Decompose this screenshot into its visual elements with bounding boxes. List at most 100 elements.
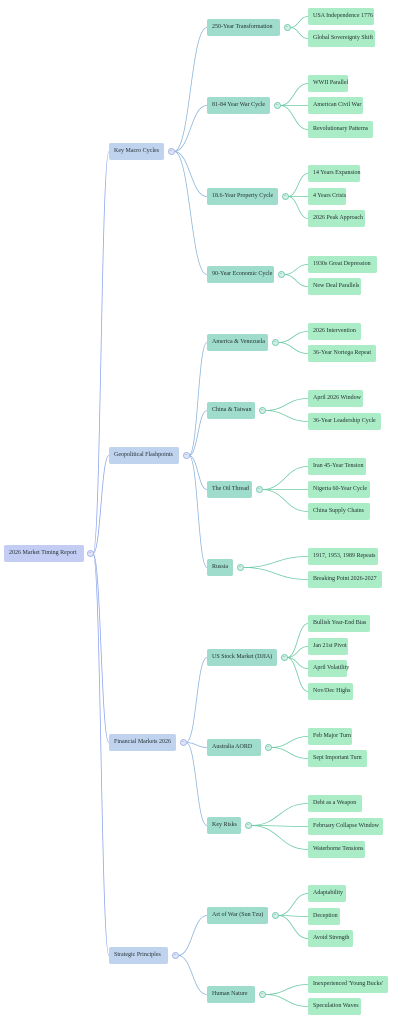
connector-line xyxy=(92,455,110,554)
connector-line xyxy=(92,553,110,743)
topic-node[interactable]: US Stock Market (DJIA) xyxy=(207,649,277,666)
topic-node[interactable]: 18.6-Year Property Cycle xyxy=(207,188,278,205)
collapse-toggle-icon[interactable]: − xyxy=(277,271,285,278)
connector-line xyxy=(264,410,309,422)
topic-node[interactable]: Human Nature xyxy=(207,986,255,1003)
connector-line xyxy=(277,915,309,939)
section-node[interactable]: Strategic Principles xyxy=(109,947,168,964)
connector-line xyxy=(185,742,208,748)
section-node[interactable]: Geopolitical Flashpoints xyxy=(109,447,179,464)
leaf-node[interactable]: Adaptability xyxy=(308,885,346,902)
leaf-node[interactable]: April Volatility xyxy=(308,660,349,677)
connector-line xyxy=(242,556,309,568)
leaf-node[interactable]: Deception xyxy=(308,908,340,925)
topic-node[interactable]: Russia xyxy=(207,559,233,576)
collapse-toggle-icon[interactable]: − xyxy=(236,564,244,571)
leaf-node[interactable]: Speculation Waves xyxy=(308,998,361,1015)
topic-node[interactable]: 81-84 Year War Cycle xyxy=(207,97,270,114)
leaf-node[interactable]: Inexperienced 'Young Bucks' xyxy=(308,976,388,993)
leaf-node[interactable]: Global Sovereignty Shift xyxy=(308,30,375,47)
leaf-node[interactable]: Revolutionary Patterns xyxy=(308,121,373,138)
collapse-toggle-icon[interactable]: − xyxy=(171,952,179,959)
leaf-node[interactable]: 2026 Peak Approach xyxy=(308,210,365,227)
leaf-node[interactable]: Breaking Point 2026-2027 xyxy=(308,571,382,588)
leaf-node[interactable]: American Civil War xyxy=(308,97,363,114)
leaf-node[interactable]: 4 Years Crisis xyxy=(308,188,346,205)
connector-line xyxy=(188,410,208,456)
leaf-node[interactable]: Feb Major Turn xyxy=(308,728,352,745)
collapse-toggle-icon[interactable]: − xyxy=(283,24,291,31)
connector-line xyxy=(188,455,208,490)
leaf-node[interactable]: Nigeria 60-Year Cycle xyxy=(308,481,370,498)
leaf-node[interactable]: Avoid Strength xyxy=(308,930,353,947)
connector-line xyxy=(261,489,309,512)
topic-node[interactable]: China & Taiwan xyxy=(207,402,255,419)
leaf-node[interactable]: Bullish Year-End Bias xyxy=(308,615,370,632)
connector-line xyxy=(277,331,309,343)
leaf-node[interactable]: 2026 Intervention xyxy=(308,323,361,340)
collapse-toggle-icon[interactable]: − xyxy=(264,744,272,751)
collapse-toggle-icon[interactable]: − xyxy=(179,739,187,746)
topic-node[interactable]: 90-Year Economic Cycle xyxy=(207,266,274,283)
leaf-node[interactable]: Jan 21st Pivot xyxy=(308,638,348,655)
leaf-node[interactable]: Nov/Dec Highs xyxy=(308,683,353,700)
leaf-node[interactable]: Debt as a Weapon xyxy=(308,795,362,812)
collapse-toggle-icon[interactable]: − xyxy=(258,991,266,998)
connector-line xyxy=(287,173,309,197)
collapse-toggle-icon[interactable]: − xyxy=(280,654,288,661)
leaf-node[interactable]: February Collapse Window xyxy=(308,818,383,835)
leaf-node[interactable]: 36-Year Leadership Cycle xyxy=(308,413,381,430)
collapse-toggle-icon[interactable]: − xyxy=(281,193,289,200)
collapse-toggle-icon[interactable]: − xyxy=(182,452,190,459)
leaf-node[interactable]: 1930s Great Depression xyxy=(308,256,377,273)
collapse-toggle-icon[interactable]: − xyxy=(255,486,263,493)
section-node[interactable]: Financial Markets 2026 xyxy=(109,734,176,751)
collapse-toggle-icon[interactable]: − xyxy=(271,339,279,346)
collapse-toggle-icon[interactable]: − xyxy=(167,148,175,155)
section-node[interactable]: Key Macro Cycles xyxy=(109,143,164,160)
leaf-node[interactable]: 14 Years Expansion xyxy=(308,165,361,182)
topic-node[interactable]: The Oil Thread xyxy=(207,481,252,498)
topic-node[interactable]: America & Venezuela xyxy=(207,334,268,351)
connector-line xyxy=(92,151,110,554)
connector-line xyxy=(250,825,309,850)
connector-line xyxy=(270,747,309,759)
connector-line xyxy=(287,196,309,219)
connector-line xyxy=(277,893,309,916)
collapse-toggle-icon[interactable]: − xyxy=(244,822,252,829)
leaf-node[interactable]: April 2026 Window xyxy=(308,390,363,407)
collapse-toggle-icon[interactable]: − xyxy=(86,550,94,557)
topic-node[interactable]: 250-Year Transformation xyxy=(207,19,280,36)
connector-line xyxy=(185,742,208,826)
leaf-node[interactable]: 1917, 1953, 1989 Repeats xyxy=(308,548,378,565)
leaf-node[interactable]: Iran 45-Year Tension xyxy=(308,458,366,475)
topic-node[interactable]: Key Risks xyxy=(207,817,241,834)
connector-line xyxy=(279,105,309,130)
leaf-node[interactable]: Sept Important Turn xyxy=(308,750,367,767)
leaf-node[interactable]: New Deal Parallels xyxy=(308,278,361,295)
connector-line xyxy=(173,151,208,275)
topic-node[interactable]: Art of War (Sun Tzu) xyxy=(207,907,268,924)
connector-line xyxy=(173,151,208,197)
connector-line xyxy=(173,105,208,152)
leaf-node[interactable]: WWII Parallel xyxy=(308,75,348,92)
leaf-node[interactable]: USA Independence 1776 xyxy=(308,8,374,25)
connector-line xyxy=(185,657,208,743)
connector-line xyxy=(242,567,309,580)
collapse-toggle-icon[interactable]: − xyxy=(271,912,279,919)
collapse-toggle-icon[interactable]: − xyxy=(273,102,281,109)
topic-node[interactable]: Australia AORD xyxy=(207,739,261,756)
connector-line xyxy=(264,994,309,1007)
connector-line xyxy=(177,915,208,956)
leaf-node[interactable]: Waterborne Tensions xyxy=(308,841,365,858)
leaf-node[interactable]: 36-Year Noriega Repeat xyxy=(308,345,376,362)
connector-line xyxy=(289,16,309,28)
connector-line xyxy=(250,803,309,826)
root-node[interactable]: 2026 Market Timing Report xyxy=(4,545,84,562)
leaf-node[interactable]: China Supply Chains xyxy=(308,503,370,520)
collapse-toggle-icon[interactable]: − xyxy=(258,407,266,414)
connector-line xyxy=(279,83,309,106)
connector-line xyxy=(177,955,208,995)
